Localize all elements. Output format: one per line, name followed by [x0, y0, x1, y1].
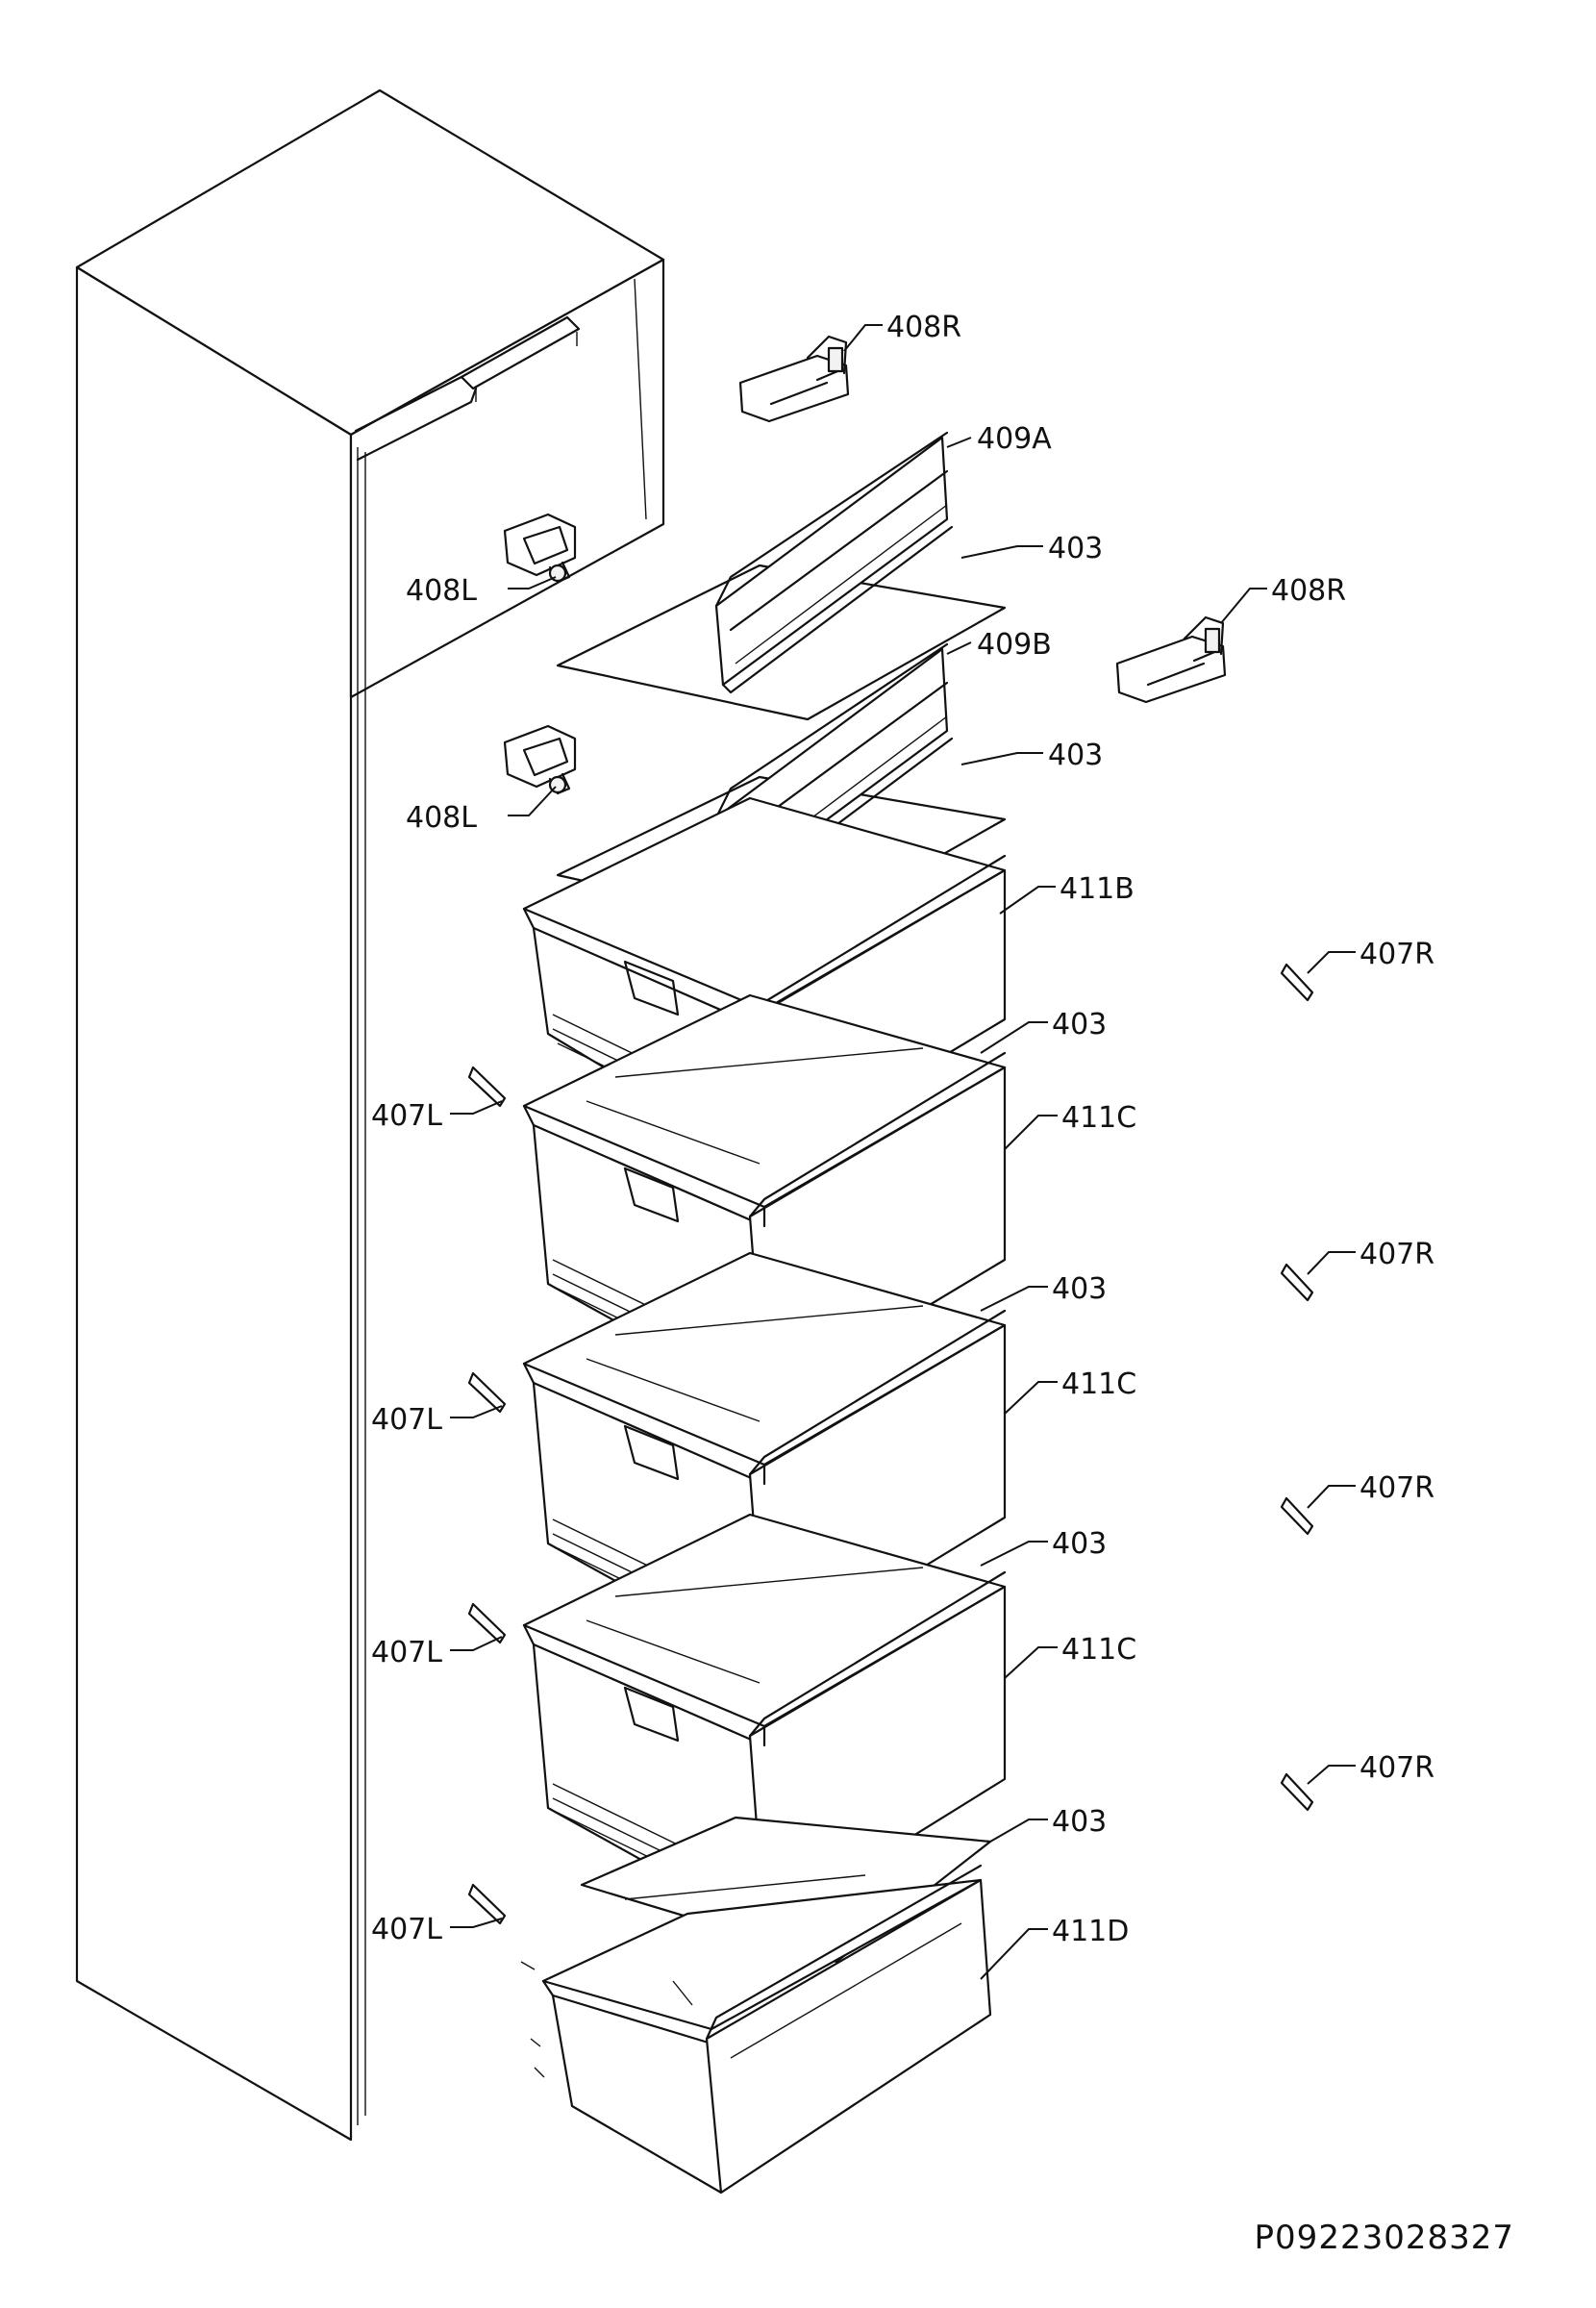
label-409B: 409B: [977, 628, 1052, 662]
label-409A: 409A: [977, 422, 1052, 456]
label-411B: 411B: [1060, 872, 1135, 906]
label-408R-top: 408R: [886, 311, 961, 344]
rail-407R-1: [1280, 963, 1314, 1002]
rail-407L-4: [467, 1883, 507, 1925]
label-408L-1: 408L: [406, 574, 477, 608]
label-403-5: 403: [1052, 1527, 1107, 1561]
clip-408R-top: [738, 335, 850, 423]
label-408L-2: 408L: [406, 801, 477, 835]
label-407R-4: 407R: [1359, 1751, 1434, 1785]
label-407R-1: 407R: [1359, 938, 1434, 971]
rail-407R-2: [1280, 1263, 1314, 1302]
drawer-411D: [541, 1864, 992, 2195]
clip-408L-2: [503, 724, 577, 795]
leader-lines: [450, 324, 1356, 1980]
label-407L-3: 407L: [371, 1636, 442, 1669]
label-411C-3: 411C: [1061, 1633, 1136, 1667]
label-411C-2: 411C: [1061, 1367, 1136, 1401]
fridge-cabinet: [75, 88, 665, 2142]
rail-407L-3: [467, 1602, 507, 1644]
divider-409A: [714, 431, 954, 694]
label-403-1: 403: [1048, 532, 1103, 565]
label-407R-3: 407R: [1359, 1471, 1434, 1505]
rail-407R-4: [1280, 1772, 1314, 1812]
reference-code: P09223028327: [1255, 2219, 1514, 2257]
rail-407L-2: [467, 1371, 507, 1414]
label-407L-1: 407L: [371, 1099, 442, 1133]
label-403-4: 403: [1052, 1272, 1107, 1306]
clip-408L-1: [503, 513, 577, 584]
label-407L-2: 407L: [371, 1403, 442, 1437]
label-411D: 411D: [1052, 1915, 1129, 1948]
label-403-2: 403: [1048, 739, 1103, 772]
label-403-6: 403: [1052, 1805, 1107, 1839]
label-407L-4: 407L: [371, 1913, 442, 1946]
label-408R-mid: 408R: [1271, 574, 1346, 608]
label-411C-1: 411C: [1061, 1101, 1136, 1135]
label-403-3: 403: [1052, 1008, 1107, 1041]
part-labels: 408R 409A 403 408L 408R 409B 403 408L 41…: [371, 311, 1434, 1948]
rail-407R-3: [1280, 1496, 1314, 1536]
rail-407L-1: [467, 1066, 507, 1108]
clip-408R-mid: [1115, 615, 1227, 704]
label-407R-2: 407R: [1359, 1238, 1434, 1271]
